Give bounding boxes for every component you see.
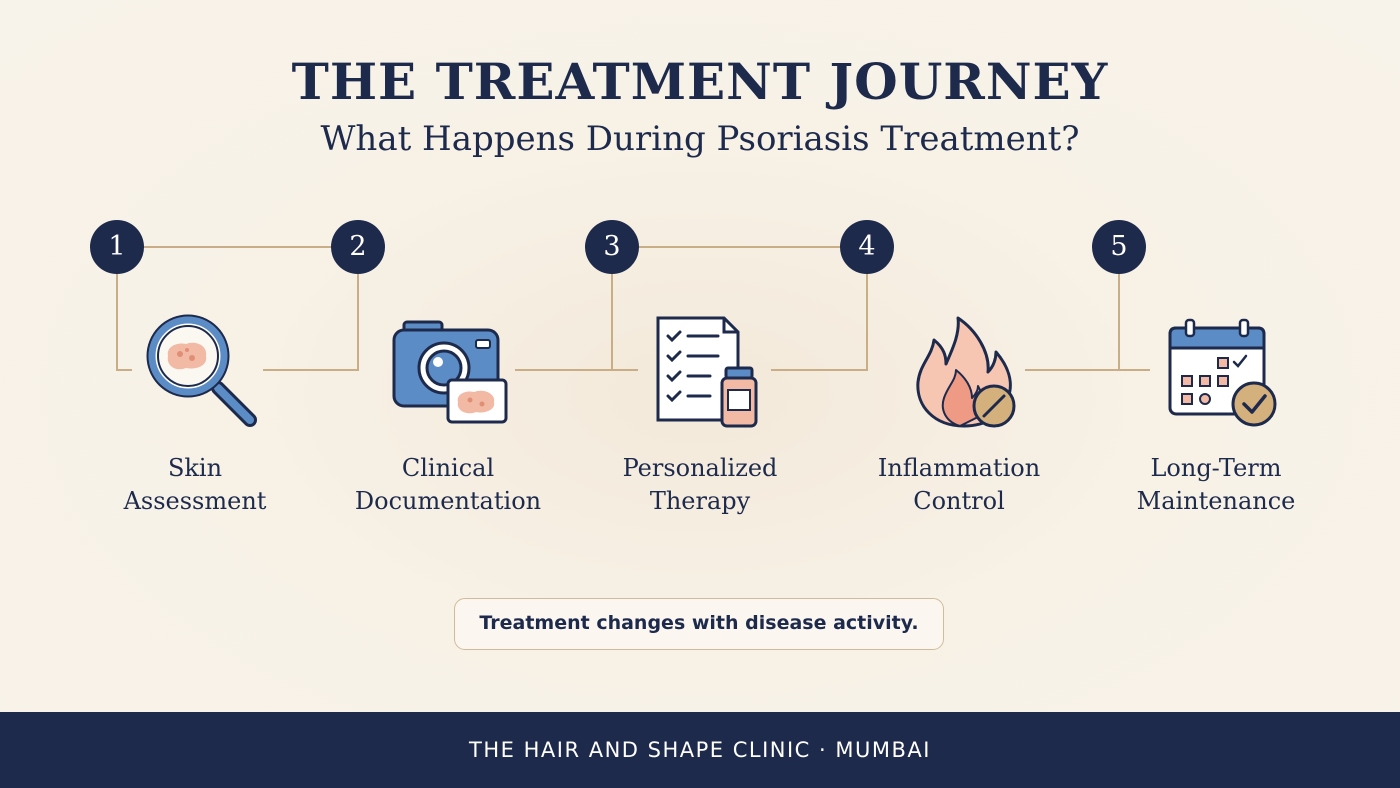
step-label-3: Personalized Therapy [570,452,830,518]
step-label-5: Long-Term Maintenance [1086,452,1346,518]
step-number-2: 2 [331,220,385,274]
footer-bar: THE HAIR AND SHAPE CLINIC · MUMBAI [0,712,1400,788]
step-number-1: 1 [90,220,144,274]
step-label-5-line-2: Maintenance [1136,487,1296,515]
step-label-4-line-1: Inflammation [877,454,1041,482]
prescription-checklist-icon [656,316,758,428]
step-label-5-line-1: Long-Term [1150,454,1282,482]
camera-icon [392,320,508,424]
magnifying-glass-icon [146,314,257,427]
flame-icon [916,316,1016,428]
step-label-4: Inflammation Control [829,452,1089,518]
step-number-5: 5 [1092,220,1146,274]
page-subtitle: What Happens During Psoriasis Treatment? [320,119,1080,159]
step-number-3: 3 [585,220,639,274]
step-number-4: 4 [840,220,894,274]
step-label-3-line-1: Personalized [622,454,778,482]
step-label-3-line-2: Therapy [649,487,751,515]
step-label-2-line-2: Documentation [354,487,542,515]
step-label-1-line-2: Assessment [123,487,267,515]
step-label-4-line-2: Control [913,487,1005,515]
calendar-check-icon [1168,318,1277,427]
page-title: THE TREATMENT JOURNEY [291,52,1109,111]
step-label-1: Skin Assessment [65,452,325,518]
step-label-1-line-1: Skin [167,454,223,482]
step-label-2: Clinical Documentation [318,452,578,518]
step-label-2-line-1: Clinical [401,454,495,482]
info-note: Treatment changes with disease activity. [454,598,944,650]
